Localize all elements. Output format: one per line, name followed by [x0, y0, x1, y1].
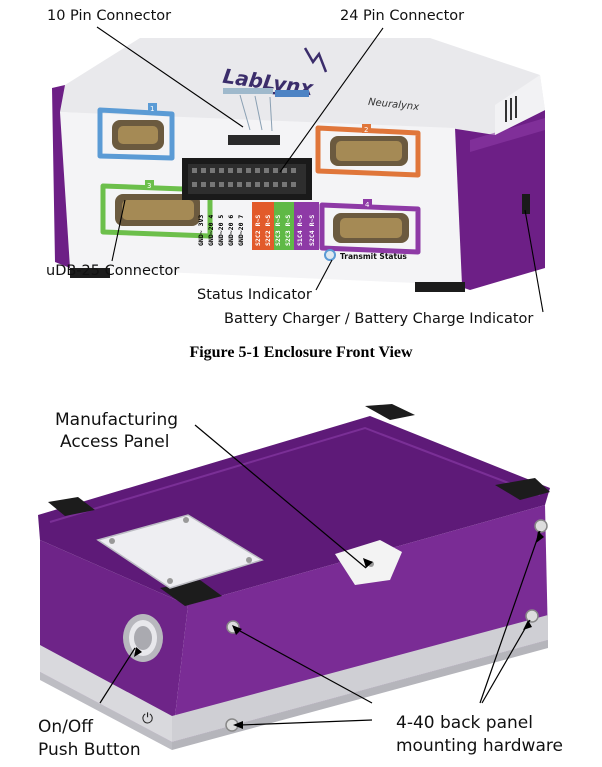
- port-number-2: 2: [364, 126, 368, 134]
- pin-array: [223, 88, 309, 145]
- label-strip-orange: [252, 202, 274, 250]
- enclosure-top: [60, 38, 545, 135]
- onoff-push-button: [123, 614, 163, 662]
- label-hardware-line1: 4-40 back panel: [396, 713, 533, 733]
- gnd-label-2: GND~20 4: [207, 215, 215, 246]
- color-label-4: S2C3 R~S: [284, 215, 292, 246]
- label-strip-green: [274, 202, 294, 250]
- enclosure-right-face: [172, 505, 548, 742]
- label-strip-purple: [294, 202, 319, 250]
- manufacturing-access-panel: [335, 540, 402, 585]
- power-symbol-icon: ⏻: [142, 711, 153, 727]
- rubber-foot-3: [48, 497, 95, 516]
- battery-charger-port: [522, 194, 530, 214]
- udb25-connector-3: 3: [100, 180, 213, 239]
- color-label-5: S1C4 R~S: [296, 215, 304, 246]
- label-24-pin-connector: 24 Pin Connector: [340, 8, 465, 24]
- label-manufacturing-line1: Manufacturing: [55, 410, 179, 430]
- udb25-connector-2: 2: [315, 124, 421, 178]
- port-number-3: 3: [147, 182, 151, 190]
- label-udb25-connector: uDB-25 Connector: [46, 263, 180, 279]
- label-battery-charger: Battery Charger / Battery Charge Indicat…: [224, 311, 534, 327]
- enclosure-side: [450, 110, 545, 290]
- gnd-label-4: GND~20 6: [227, 215, 235, 246]
- frosted-window: [96, 514, 264, 589]
- color-label-6: S2C4 R~S: [308, 215, 316, 246]
- enclosure-front-photo: LabLynx Neuralynx 1 2 3 4: [52, 26, 545, 313]
- label-manufacturing-line2: Access Panel: [60, 432, 170, 452]
- figure-caption: Figure 5-1 Enclosure Front View: [189, 344, 413, 361]
- label-onoff-line1: On/Off: [38, 717, 93, 737]
- color-label-3: S2C3 R~S: [274, 215, 282, 246]
- pin24-connector: [182, 158, 312, 200]
- gnd-label-1: GND~ 3V3: [197, 215, 205, 246]
- enclosure-back-face: [40, 540, 188, 742]
- color-label-1: S2C2 R~S: [254, 215, 262, 246]
- rubber-foot-2: [495, 478, 550, 500]
- gnd-label-5: GND~20 7: [237, 215, 245, 246]
- mounting-screw: [225, 519, 548, 732]
- color-label-2: S2C2 R~S: [264, 215, 272, 246]
- udb25-connector-1: 1: [97, 103, 175, 161]
- port-number-1: 1: [150, 105, 154, 113]
- port-number-4: 4: [365, 201, 370, 209]
- transmit-status-text: Transmit Status: [340, 252, 407, 261]
- label-onoff-line2: Push Button: [38, 740, 141, 760]
- brand-text: Neuralynx: [368, 97, 420, 113]
- rubber-foot-4: [160, 580, 222, 606]
- gnd-label-3: GND~20 5: [217, 215, 225, 246]
- udb25-connector-4: 4: [319, 199, 421, 255]
- label-hardware-line2: mounting hardware: [396, 736, 563, 756]
- status-led: [324, 249, 336, 261]
- label-10-pin-connector: 10 Pin Connector: [47, 8, 172, 24]
- rubber-foot-1: [365, 404, 415, 420]
- label-status-indicator: Status Indicator: [197, 287, 312, 303]
